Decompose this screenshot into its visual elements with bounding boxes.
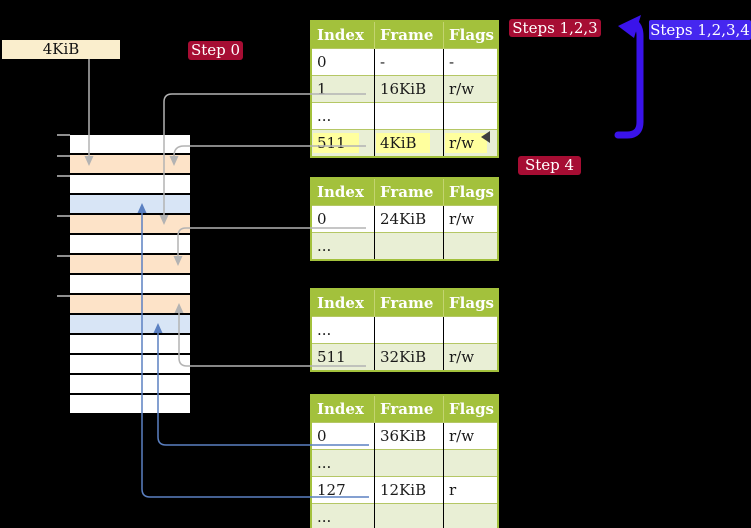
table-row: 0-- <box>311 48 498 76</box>
column-header: Frame <box>374 21 444 49</box>
memory-row <box>70 235 190 253</box>
table-cell <box>374 102 444 130</box>
table-cell: r <box>443 476 498 504</box>
table-cell <box>443 102 498 130</box>
table-cell: 1 <box>311 75 375 103</box>
memory-row <box>70 175 190 193</box>
memory-row <box>70 155 190 173</box>
table-cell: 4KiB <box>374 129 444 157</box>
table-cell: r/w <box>443 343 498 371</box>
table-cell: ... <box>311 316 375 344</box>
column-header: Flags <box>443 395 498 423</box>
table-cell: r/w <box>443 75 498 103</box>
column-header: Frame <box>374 395 444 423</box>
memory-row <box>70 315 190 333</box>
memory-tick <box>57 175 70 177</box>
column-header: Flags <box>443 289 498 317</box>
table-cell <box>374 503 444 528</box>
memory-row <box>70 255 190 273</box>
memory-row <box>70 375 190 393</box>
table-cell <box>374 316 444 344</box>
memory-row <box>70 335 190 353</box>
column-header: Index <box>311 289 375 317</box>
table-cell: 127 <box>311 476 375 504</box>
table-cell: 12KiB <box>374 476 444 504</box>
table-row: ... <box>311 316 498 344</box>
column-header: Frame <box>374 289 444 317</box>
thick-arrow-shaft <box>614 19 644 139</box>
table-cell: 16KiB <box>374 75 444 103</box>
memory-row <box>70 395 190 413</box>
table-cell: ... <box>311 102 375 130</box>
memory-row <box>70 195 190 213</box>
table-cell: 24KiB <box>374 205 444 233</box>
memory-row <box>70 135 190 153</box>
table-cell: r/w <box>443 205 498 233</box>
memory-tick <box>57 134 70 136</box>
table-cell: - <box>443 48 498 76</box>
table-cell: 32KiB <box>374 343 444 371</box>
table-cell: ... <box>311 449 375 477</box>
column-header: Flags <box>443 178 498 206</box>
column-header: Flags <box>443 21 498 49</box>
table-cell: 36KiB <box>374 422 444 450</box>
step-4-label: Step 4 <box>518 156 581 175</box>
memory-row <box>70 275 190 293</box>
thick-up-arrow-icon <box>618 15 641 38</box>
table-row: ... <box>311 449 498 477</box>
table-cell: ... <box>311 232 375 260</box>
table-cell: - <box>374 48 444 76</box>
column-header: Index <box>311 395 375 423</box>
table-row: ... <box>311 102 498 130</box>
table-cell: 511 <box>311 343 375 371</box>
table-cell <box>374 232 444 260</box>
memory-row <box>70 355 190 373</box>
steps-1-2-3-label: Steps 1,2,3 <box>509 19 601 37</box>
memory-row <box>70 295 190 313</box>
table-cell: r/w <box>443 129 498 157</box>
step-0-label: Step 0 <box>188 41 243 60</box>
table-cell: 0 <box>311 48 375 76</box>
table-cell: r/w <box>443 422 498 450</box>
frame-size-box: 4KiB <box>2 40 120 59</box>
table-cell: 0 <box>311 422 375 450</box>
table-row: ... <box>311 503 498 528</box>
steps-1-2-3-4-label: Steps 1,2,3,4 <box>649 20 751 40</box>
table-cell: 0 <box>311 205 375 233</box>
table-cell <box>443 449 498 477</box>
table-cell: ... <box>311 503 375 528</box>
column-header: Frame <box>374 178 444 206</box>
table-cell <box>443 503 498 528</box>
table-cell <box>443 316 498 344</box>
table-cell <box>443 232 498 260</box>
memory-row <box>70 215 190 233</box>
table-cell: 511 <box>311 129 375 157</box>
column-header: Index <box>311 21 375 49</box>
column-header: Index <box>311 178 375 206</box>
memory-tick <box>57 155 70 157</box>
memory-tick <box>57 215 70 217</box>
memory-column <box>70 133 190 413</box>
table-row: ... <box>311 232 498 260</box>
memory-tick <box>57 255 70 257</box>
memory-tick <box>57 295 70 297</box>
table-cell <box>374 449 444 477</box>
